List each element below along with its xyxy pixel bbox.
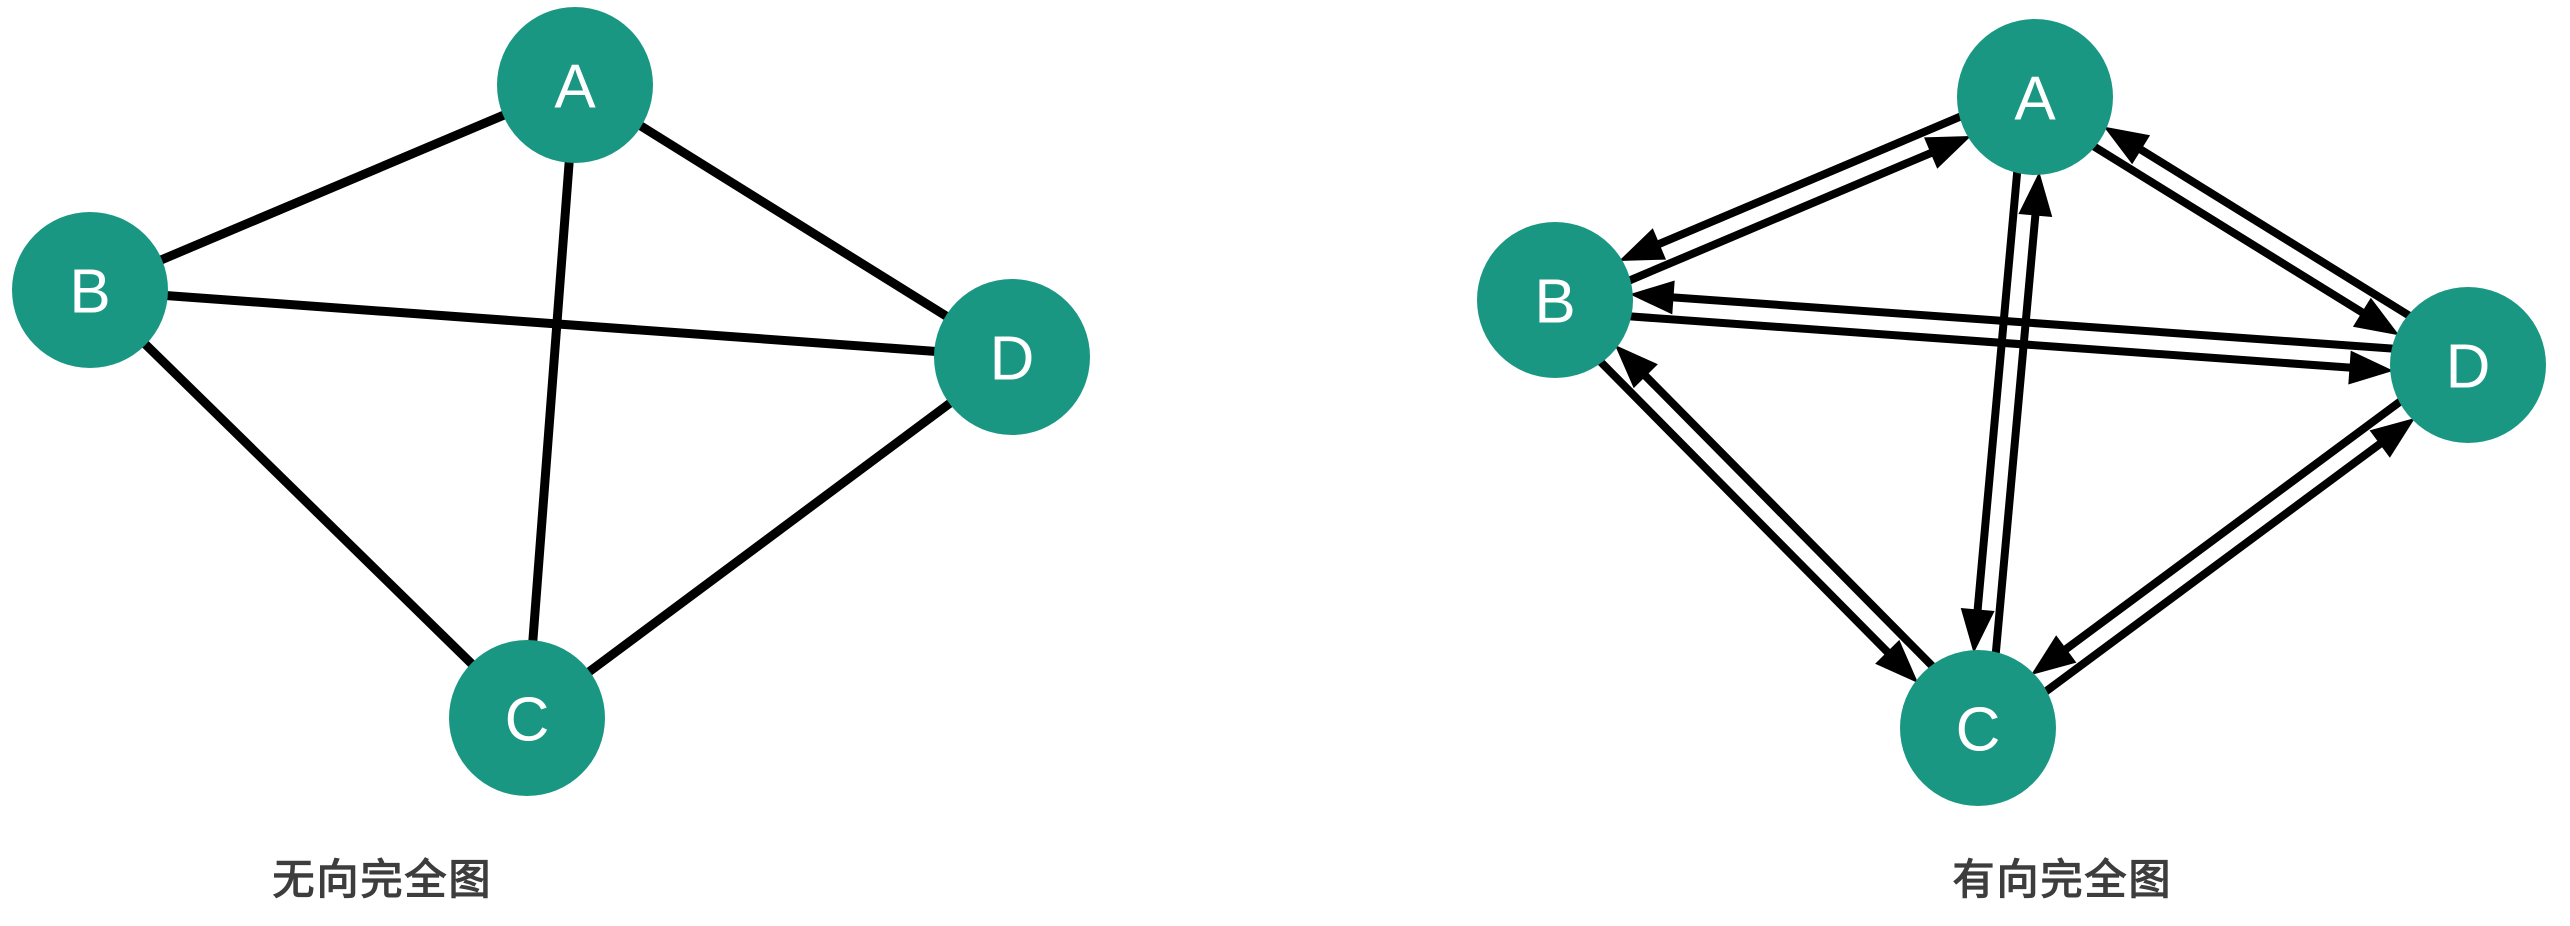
graph-arrow-D-to-B	[1629, 280, 2394, 353]
arrow-shaft	[1629, 312, 2356, 373]
arrow-head	[1629, 280, 1675, 315]
graph-arrow-B-to-D	[1629, 312, 2394, 385]
arrow-shaft	[2059, 398, 2403, 656]
node-circle[interactable]	[1477, 222, 1633, 378]
arrow-shaft	[1973, 171, 2022, 616]
graph-arrow-B-to-C	[1597, 358, 1919, 684]
node-circle[interactable]	[449, 640, 605, 796]
graph-arrow-C-to-A	[1991, 171, 2053, 654]
arrow-shaft	[2091, 142, 2370, 319]
arrow-shaft	[2133, 143, 2412, 320]
arrow-head	[2352, 297, 2400, 336]
node-circle[interactable]	[497, 7, 653, 163]
undirected-graph-svg: A B C D	[12, 7, 1090, 796]
graph-arrow-C-to-B	[1614, 344, 1936, 670]
node-circle[interactable]	[1957, 19, 2113, 175]
directed-graph-svg: A B C D	[1477, 19, 2546, 806]
arrow-head	[1960, 607, 1995, 654]
arrow-head	[1614, 344, 1658, 389]
graph-arrow-A-to-C	[1960, 171, 2022, 654]
undirected-graph-panel: A B C D 无向完全图	[12, 7, 1090, 903]
arrow-shaft	[1652, 112, 1963, 250]
arrow-head	[1923, 135, 1972, 169]
directed-graph-caption: 有向完全图	[1952, 856, 2173, 903]
graph-edge-A-B	[156, 109, 509, 266]
undirected-graph-caption: 无向完全图	[272, 856, 493, 903]
graph-node-a[interactable]: A	[1957, 19, 2113, 175]
arrow-head	[2103, 126, 2151, 165]
node-circle[interactable]	[934, 279, 1090, 435]
graph-arrow-D-to-C	[2030, 398, 2403, 676]
graph-arrow-A-to-B	[1618, 112, 1963, 262]
arrow-shaft	[1667, 292, 2394, 353]
graph-edge-A-C	[528, 158, 574, 645]
node-circle[interactable]	[2390, 287, 2546, 443]
graph-node-d[interactable]: D	[2390, 287, 2546, 443]
graph-node-c[interactable]: C	[449, 640, 605, 796]
graph-edge-C-D	[583, 397, 956, 678]
graph-arrow-D-to-A	[2103, 126, 2412, 320]
arrow-head	[1875, 639, 1919, 684]
arrow-head	[2369, 417, 2416, 458]
directed-graph-panel: A B C D 有向完全图	[1285, 0, 2570, 926]
graph-arrow-A-to-D	[2091, 142, 2400, 336]
arrow-shaft	[2043, 437, 2387, 695]
arrow-head	[1618, 228, 1667, 262]
graph-arrow-C-to-D	[2043, 417, 2416, 695]
graph-node-b[interactable]: B	[12, 212, 168, 368]
node-circle[interactable]	[1900, 650, 2056, 806]
graph-edge-B-C	[139, 338, 478, 670]
node-circle[interactable]	[12, 212, 168, 368]
graph-edge-B-D	[163, 290, 939, 357]
graph-node-a[interactable]: A	[497, 7, 653, 163]
graph-node-d[interactable]: D	[934, 279, 1090, 435]
graph-arrow-B-to-A	[1627, 135, 1972, 285]
arrow-shaft	[1638, 369, 1936, 670]
arrow-head	[2030, 635, 2077, 676]
arrow-head	[2348, 350, 2394, 385]
graph-node-b[interactable]: B	[1477, 222, 1633, 378]
arrow-shaft	[1597, 358, 1895, 659]
graph-edge-A-D	[635, 120, 952, 322]
arrow-shaft	[1627, 147, 1938, 285]
arrow-head	[2018, 171, 2053, 218]
arrow-shaft	[1991, 209, 2040, 654]
graph-node-c[interactable]: C	[1900, 650, 2056, 806]
